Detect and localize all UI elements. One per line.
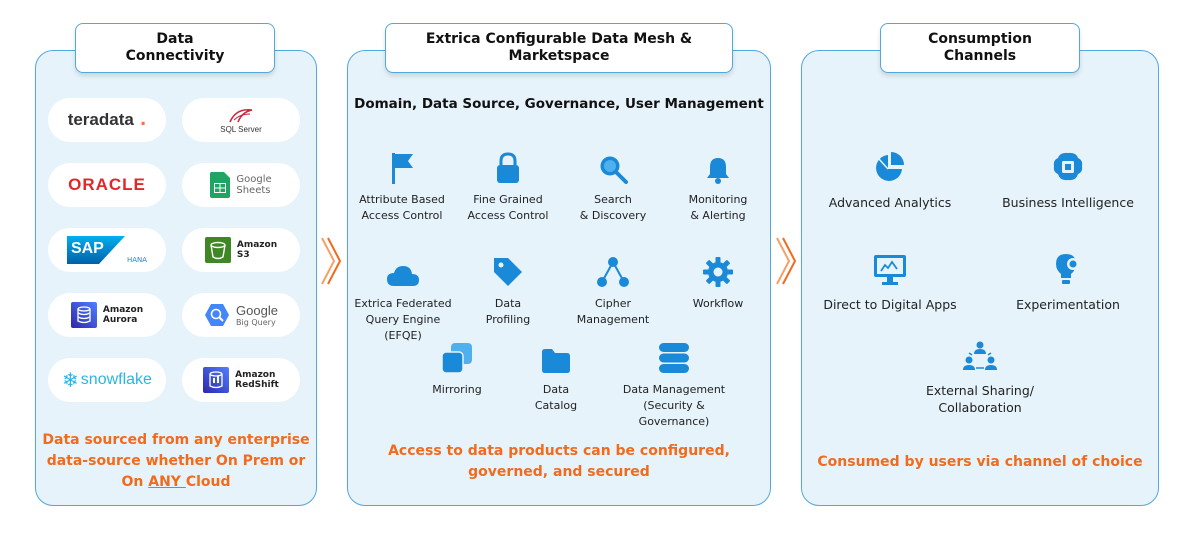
sqlserver-logo-text: SQL Server xyxy=(220,125,262,134)
feature-data-catalog: Data Catalog xyxy=(506,340,606,414)
feature-label: Extrica Federated Query Engine (EFQE) xyxy=(354,297,452,342)
data-mesh-subtitle: Domain, Data Source, Governance, User Ma… xyxy=(354,96,764,112)
channel-experimentation: Experimentation xyxy=(990,252,1146,313)
feature-fine-grained-access-control: Fine Grained Access Control xyxy=(458,150,558,224)
channel-label: Experimentation xyxy=(1016,297,1120,312)
network-icon xyxy=(597,257,629,287)
bigquery-icon xyxy=(205,304,230,326)
google-sheets-icon xyxy=(210,172,231,198)
amazon-s3-logo: Amazon S3 xyxy=(182,228,300,272)
feature-efqe: Extrica Federated Query Engine (EFQE) xyxy=(350,254,456,344)
channel-external-sharing-collaboration: External Sharing/ Collaboration xyxy=(905,338,1055,416)
pie-chart-icon xyxy=(876,152,904,181)
teradata-logo: teradata. xyxy=(48,98,166,142)
feature-mirroring: Mirroring xyxy=(407,340,507,398)
consumption-channels-footer: Consumed by users via channel of choice xyxy=(817,454,1143,470)
lock-icon xyxy=(497,152,519,183)
bigquery-sub-text: Big Query xyxy=(236,318,276,327)
channel-label: Advanced Analytics xyxy=(828,195,952,210)
channel-business-intelligence: Business Intelligence xyxy=(990,150,1146,211)
snowflake-icon: ❄ xyxy=(62,368,79,392)
feature-data-management: Data Management (Security & Governance) xyxy=(612,340,736,430)
channel-label: External Sharing/ Collaboration xyxy=(925,383,1035,415)
amazon-redshift-logo: Amazon RedShift xyxy=(182,358,300,402)
feature-label: Fine Grained Access Control xyxy=(467,193,549,222)
feature-label: Cipher Management xyxy=(576,297,650,326)
feature-label: Data Management (Security & Governance) xyxy=(622,383,726,428)
amazon-redshift-icon xyxy=(203,367,230,393)
sap-logo: SAP HANA xyxy=(48,228,166,272)
bigquery-logo: Google Big Query xyxy=(182,293,300,337)
channel-advanced-analytics: Advanced Analytics xyxy=(815,150,965,211)
database-icon xyxy=(659,343,689,373)
oracle-logo-text: ORACLE xyxy=(68,175,146,194)
search-icon xyxy=(600,156,628,184)
tag-icon xyxy=(494,258,522,286)
feature-attribute-based-access-control: Attribute Based Access Control xyxy=(352,150,452,224)
monitor-icon xyxy=(874,255,906,285)
cloud-icon xyxy=(387,266,419,286)
data-mesh-footer: Access to data products can be configure… xyxy=(350,441,768,483)
teradata-logo-text: teradata xyxy=(67,110,134,129)
google-sheets-logo: Google Sheets xyxy=(182,163,300,207)
gear-icon xyxy=(703,257,733,287)
copy-icon xyxy=(441,343,472,374)
data-connectivity-footer-line1: Data sourced from any enterprise xyxy=(42,432,310,448)
channel-label: Business Intelligence xyxy=(1002,195,1134,210)
consumption-channels-panel xyxy=(801,50,1159,506)
amazon-aurora-logo: Amazon Aurora xyxy=(48,293,166,337)
feature-monitoring-alerting: Monitoring & Alerting xyxy=(668,150,768,224)
data-mesh-footer-line2: governed, and secured xyxy=(468,464,650,480)
consumption-channels-title: Consumption Channels xyxy=(880,23,1080,73)
brain-chip-icon xyxy=(1053,152,1083,181)
sap-logo-text: SAP xyxy=(70,240,104,257)
chevron-right-icon xyxy=(776,237,797,285)
data-connectivity-footer-line2: data-source whether On Prem or xyxy=(46,453,306,469)
feature-cipher-management: Cipher Management xyxy=(563,254,663,328)
amazon-s3-icon xyxy=(204,237,231,263)
feature-label: Monitoring & Alerting xyxy=(688,193,748,222)
google-sheets-logo-text: Google Sheets xyxy=(236,174,272,196)
oracle-logo: ORACLE xyxy=(48,163,166,207)
bell-icon xyxy=(707,158,729,184)
feature-workflow: Workflow xyxy=(668,254,768,312)
chevron-right-icon xyxy=(321,237,342,285)
amazon-aurora-icon xyxy=(70,302,97,328)
bigquery-logo-text: Google xyxy=(236,303,278,318)
collaboration-icon xyxy=(963,341,997,370)
sap-icon xyxy=(66,236,125,264)
sap-hana-text: HANA xyxy=(126,256,148,264)
data-connectivity-footer-line3: On ANY Cloud xyxy=(121,474,231,490)
sqlserver-logo: SQL Server xyxy=(182,98,300,142)
amazon-s3-logo-text: Amazon S3 xyxy=(236,240,278,260)
snowflake-logo-text: snowflake xyxy=(80,371,152,388)
any-emphasis: ANY xyxy=(148,474,186,490)
data-connectivity-footer: Data sourced from any enterprise data-so… xyxy=(38,430,314,493)
snowflake-logo: ❄ snowflake xyxy=(48,358,166,402)
amazon-redshift-logo-text: Amazon RedShift xyxy=(235,370,279,390)
bulb-gear-icon xyxy=(1056,254,1079,284)
sqlserver-icon xyxy=(229,108,253,123)
feature-label: Data Catalog xyxy=(534,383,578,412)
amazon-aurora-logo-text: Amazon Aurora xyxy=(102,305,144,325)
data-mesh-title: Extrica Configurable Data Mesh & Markets… xyxy=(385,23,733,73)
feature-label: Mirroring xyxy=(432,383,482,396)
feature-search-discovery: Search & Discovery xyxy=(563,150,663,224)
folder-icon xyxy=(542,349,570,373)
data-mesh-footer-line1: Access to data products can be configure… xyxy=(388,443,730,459)
feature-label: Data Profiling xyxy=(485,297,531,326)
flag-icon xyxy=(392,153,413,184)
feature-label: Search & Discovery xyxy=(579,193,647,222)
channel-direct-to-digital-apps: Direct to Digital Apps xyxy=(815,252,965,313)
channel-label: Direct to Digital Apps xyxy=(823,297,957,312)
data-connectivity-title: Data Connectivity xyxy=(75,23,275,73)
feature-label: Attribute Based Access Control xyxy=(359,193,445,222)
feature-data-profiling: Data Profiling xyxy=(458,254,558,328)
feature-label: Workflow xyxy=(692,297,744,310)
